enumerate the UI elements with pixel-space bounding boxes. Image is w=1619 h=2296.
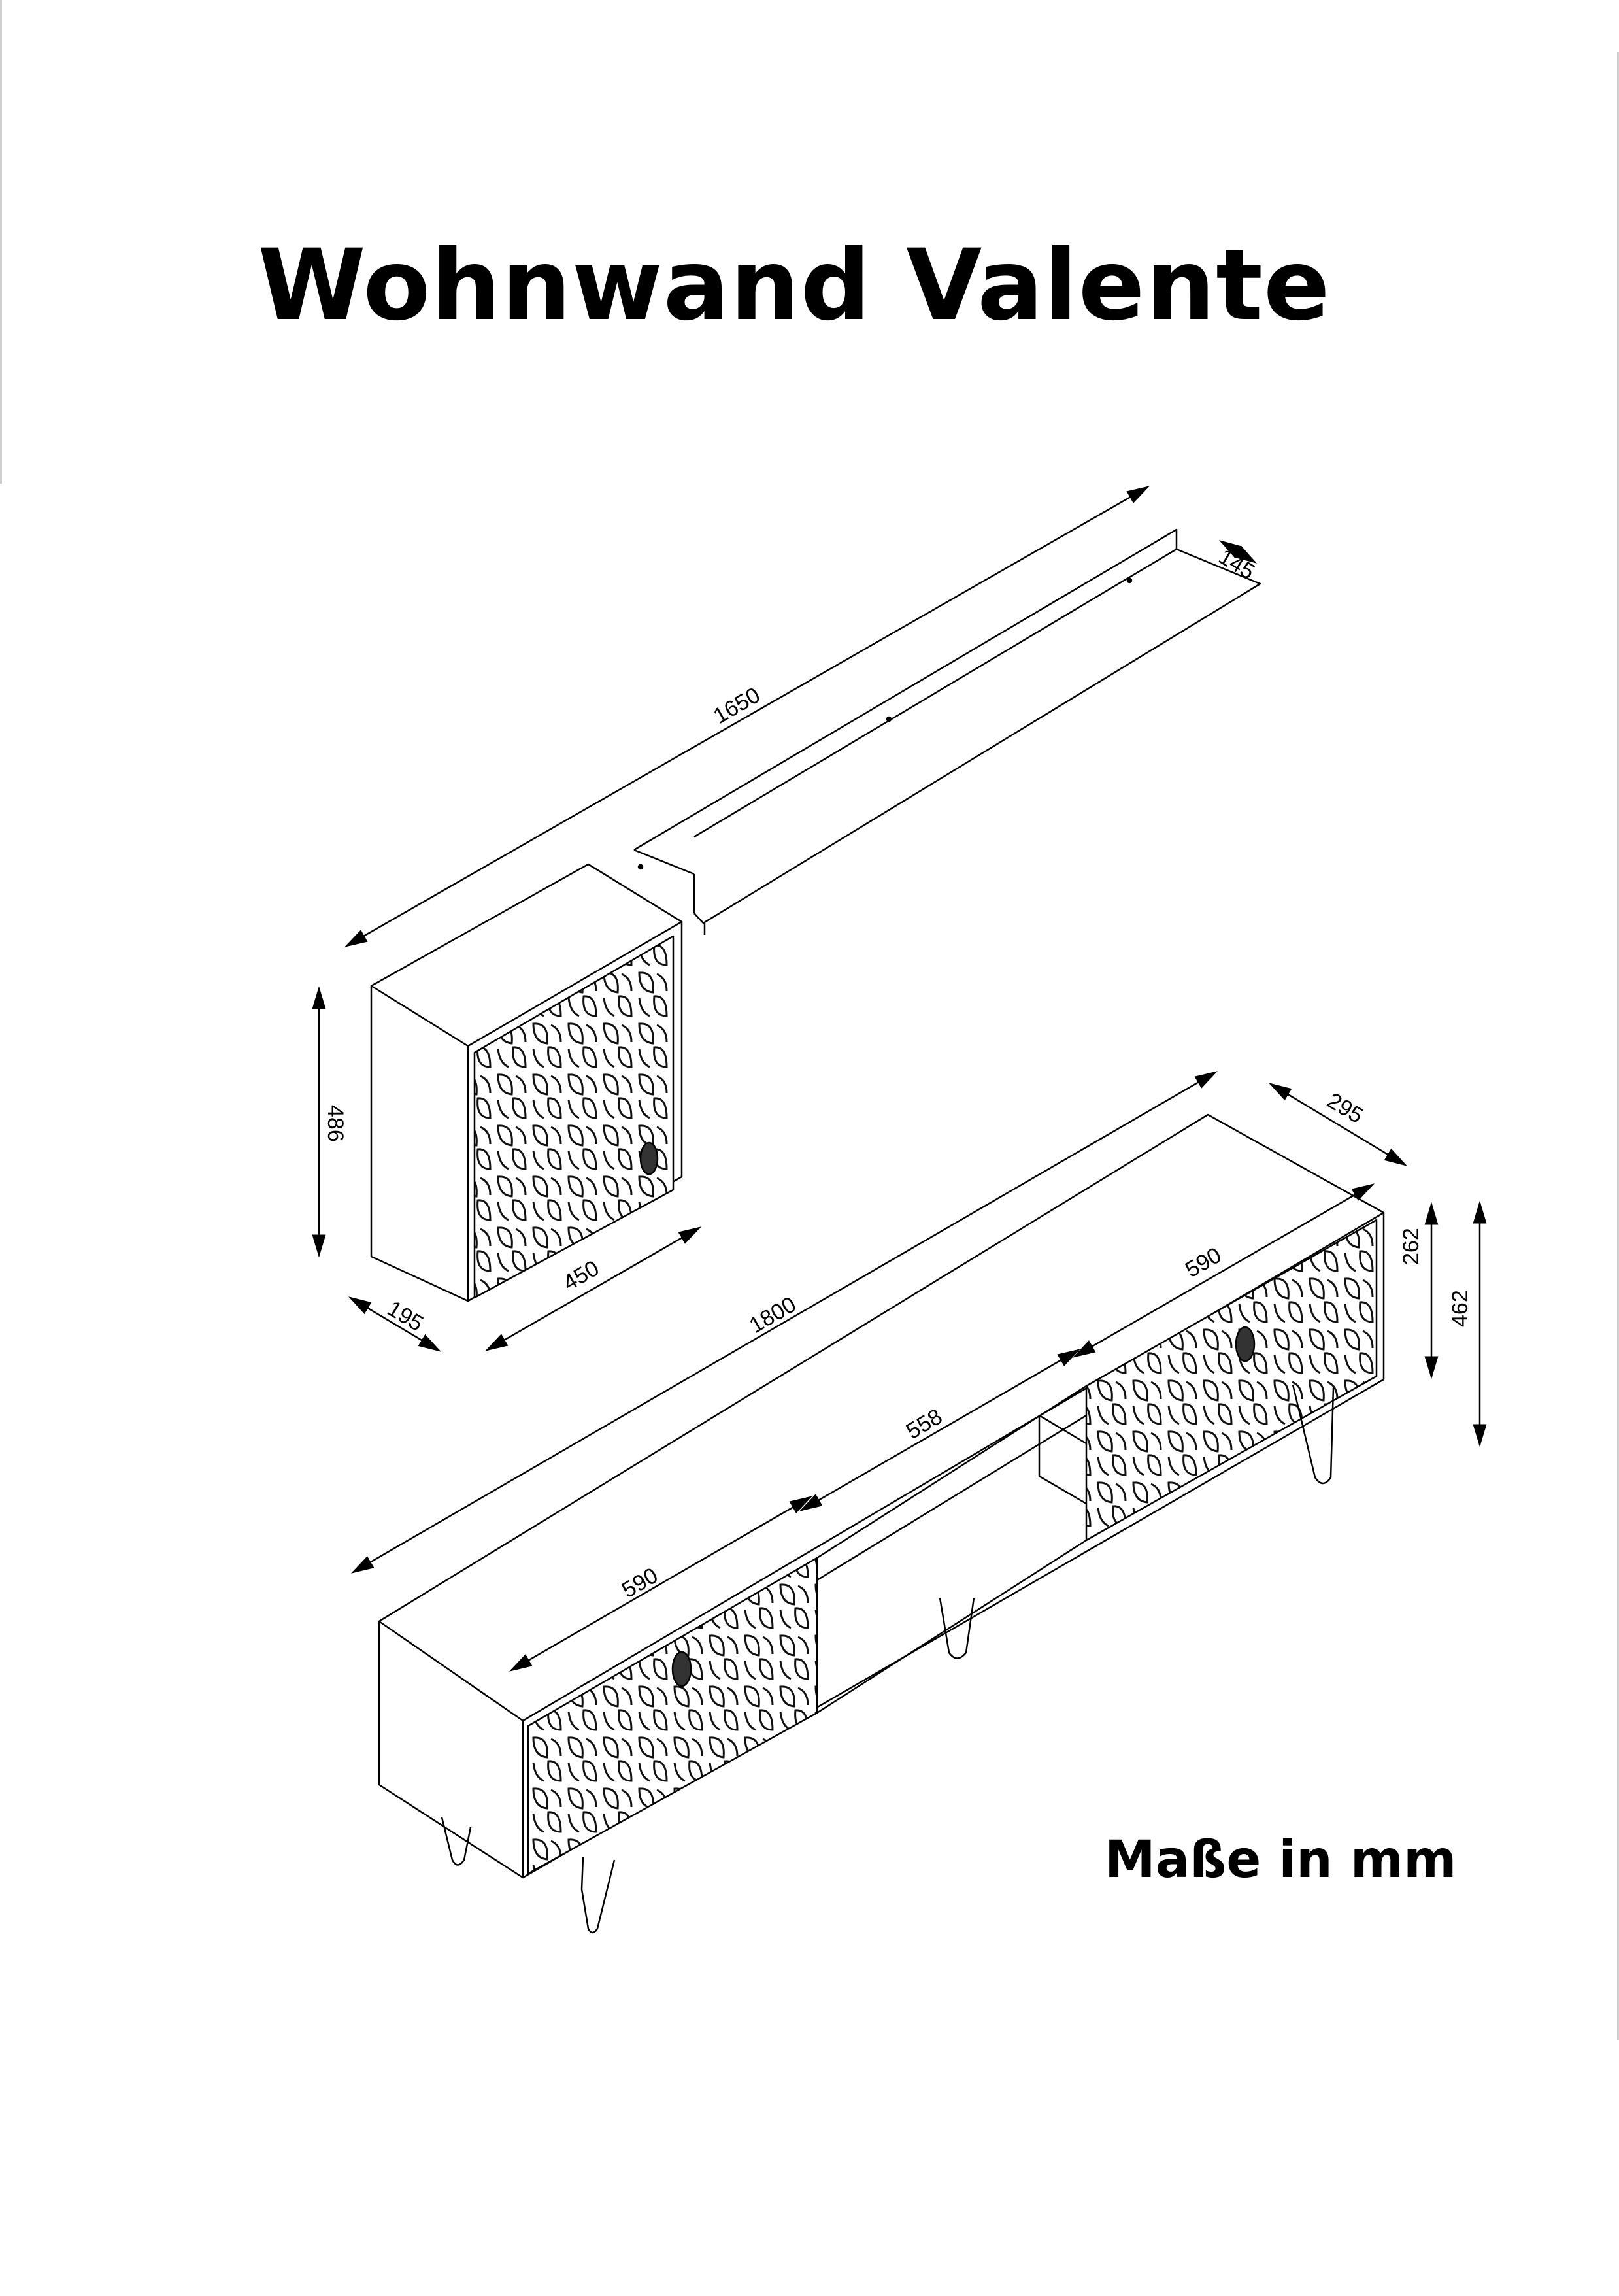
dim-tv-depth: 295	[1323, 1088, 1367, 1128]
wall-shelf	[633, 528, 1261, 935]
tv-knob-left	[671, 1651, 692, 1687]
cabinet-knob	[639, 1141, 659, 1175]
dim-total-height: 462	[1448, 1290, 1473, 1327]
dim-shelf-depth: 145	[1214, 544, 1259, 584]
units-note: Maße in mm	[1105, 1831, 1457, 1889]
dim-open-section: 558	[902, 1404, 946, 1444]
page-edge-right	[1617, 52, 1619, 2040]
dimension-lines	[312, 486, 1487, 1672]
tv-knob-right	[1235, 1326, 1256, 1362]
page-edge-left	[0, 0, 2, 484]
dim-left-drawer: 590	[618, 1563, 662, 1603]
dim-cabinet-width: 450	[559, 1256, 603, 1296]
left-drawer	[527, 1557, 818, 1875]
dim-cabinet-height: 486	[323, 1105, 348, 1142]
right-drawer	[1085, 1219, 1378, 1542]
page-title: Wohnwand Valente	[258, 229, 1331, 343]
wall-cabinet	[370, 863, 683, 1302]
dim-body-height: 262	[1399, 1228, 1424, 1265]
dim-tv-length: 1800	[745, 1292, 801, 1338]
dim-right-drawer: 590	[1181, 1243, 1226, 1283]
dim-cabinet-depth: 195	[383, 1296, 427, 1336]
